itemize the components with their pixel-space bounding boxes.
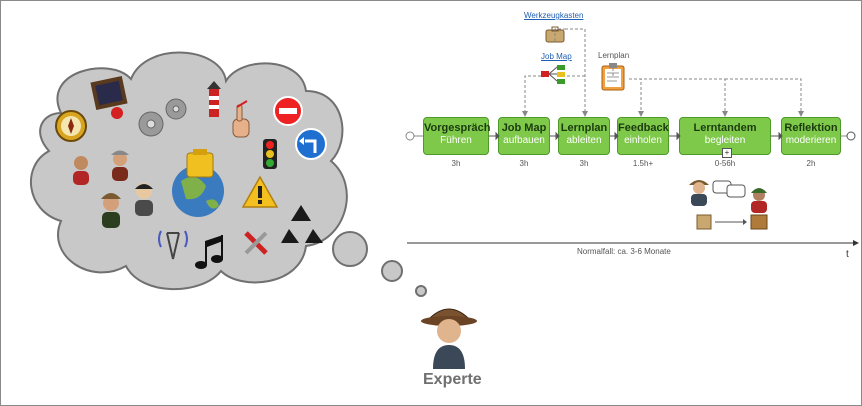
step-duration: 1.5h+ xyxy=(632,159,654,168)
recycle-icon xyxy=(281,205,323,243)
no-entry-icon xyxy=(273,96,303,126)
step-title: Lerntandem xyxy=(693,122,757,134)
step-arrows xyxy=(489,131,783,141)
job-map-icon[interactable] xyxy=(541,63,567,85)
dependency-arrows xyxy=(522,28,804,117)
step-title: Lernplan xyxy=(560,122,608,134)
timeline-label: Normalfall: ca. 3-6 Monate xyxy=(577,247,671,256)
step-subtitle: ableiten xyxy=(566,135,602,146)
step-job-map[interactable]: Job Map aufbauen xyxy=(498,117,550,155)
person-icon xyxy=(73,150,153,228)
step-reflektion[interactable]: Reflektion moderieren xyxy=(781,117,841,155)
step-duration: 2h xyxy=(806,159,816,168)
step-duration: 0-56h xyxy=(714,159,736,168)
mailbox-globe-icon xyxy=(172,149,224,217)
traffic-light-icon xyxy=(263,139,277,169)
blackboard-icon xyxy=(90,75,128,119)
turn-left-sign-icon xyxy=(295,128,327,160)
flow-line xyxy=(405,131,856,141)
step-vorgespraech[interactable]: Vorgespräch Führen xyxy=(423,117,491,155)
step-title: Vorgespräch xyxy=(424,122,491,134)
toolbox-link[interactable]: Werkzeugkasten xyxy=(524,11,584,20)
warning-icon xyxy=(241,175,279,208)
thought-bubble-small xyxy=(415,285,427,297)
step-title: Feedback xyxy=(618,122,669,134)
thought-bubble-large xyxy=(332,231,368,267)
step-duration: 3h xyxy=(579,159,589,168)
step-lerntandem[interactable]: Lerntandem begleiten + xyxy=(679,117,771,158)
tandem-illustration xyxy=(689,180,768,230)
gears-icon xyxy=(138,98,187,137)
music-note-icon xyxy=(195,235,223,269)
step-subtitle: einholen xyxy=(624,135,662,146)
tools-icon xyxy=(244,231,268,255)
timeline-axis xyxy=(407,240,859,246)
step-subtitle: begleiten xyxy=(704,135,746,146)
compass-icon xyxy=(55,110,87,142)
thought-bubble-medium xyxy=(381,260,403,282)
clipboard-icon[interactable] xyxy=(601,63,627,91)
step-duration: 3h xyxy=(451,159,461,168)
antenna-icon xyxy=(158,230,188,260)
lernplan-label: Lernplan xyxy=(598,51,630,60)
step-subtitle: aufbauen xyxy=(503,135,545,146)
thought-cloud xyxy=(29,51,427,297)
axis-t-label: t xyxy=(846,249,849,260)
step-subtitle: moderieren xyxy=(785,135,837,146)
expert-label: Experte xyxy=(423,371,482,388)
box-transfer-icon xyxy=(696,214,768,230)
step-subtitle: Führen xyxy=(440,135,472,146)
expert-avatar xyxy=(421,308,477,369)
finger-icon xyxy=(232,100,250,138)
mentor-person-icon xyxy=(689,180,709,206)
step-lernplan[interactable]: Lernplan ableiten xyxy=(558,117,610,155)
learner-person-icon xyxy=(751,188,767,213)
step-duration: 3h xyxy=(519,159,529,168)
jobmap-link[interactable]: Job Map xyxy=(541,52,572,61)
expand-icon[interactable]: + xyxy=(722,148,732,158)
step-title: Job Map xyxy=(501,122,547,134)
lighthouse-icon xyxy=(207,81,221,117)
speech-bubbles-icon xyxy=(712,180,746,198)
step-title: Reflektion xyxy=(784,122,838,134)
